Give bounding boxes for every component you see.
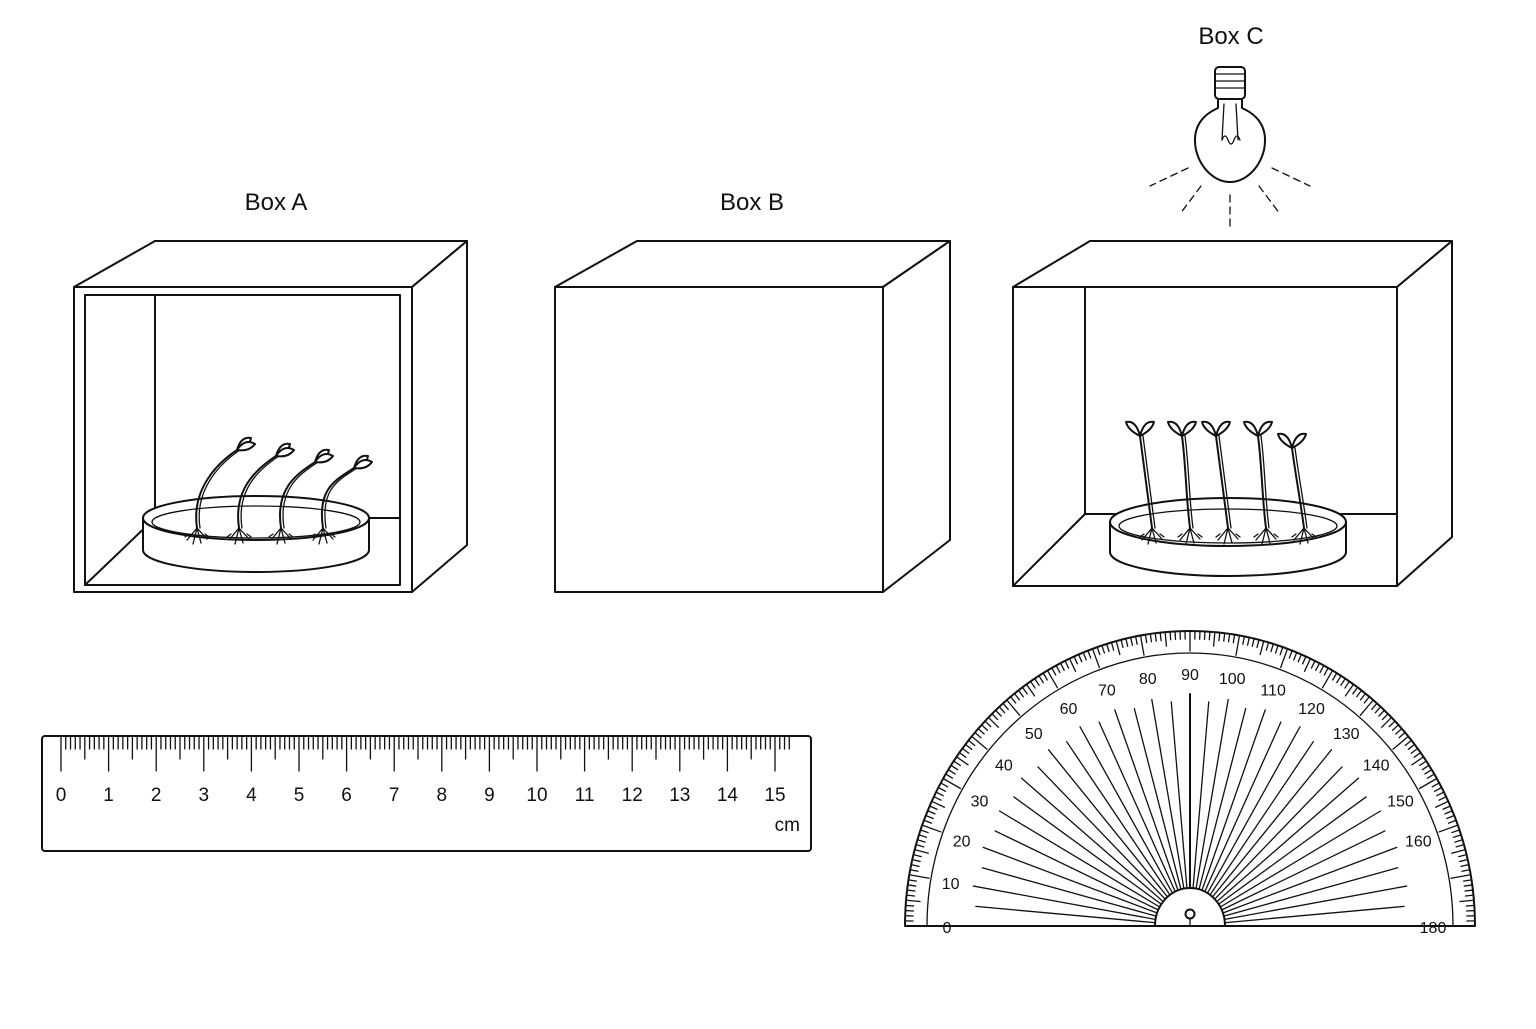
ruler-tick-label: 14	[717, 785, 739, 806]
protractor-label: 40	[995, 757, 1013, 774]
ruler-tick-label: 7	[389, 785, 400, 806]
ruler-unit-label: cm	[775, 815, 800, 836]
protractor-label: 100	[1219, 671, 1246, 688]
protractor-label: 150	[1387, 794, 1414, 811]
box-b-label: Box B	[720, 189, 784, 216]
protractor-label: 160	[1405, 833, 1432, 850]
protractor-tick	[1209, 632, 1210, 640]
ruler-tick-label: 11	[575, 785, 595, 806]
protractor-tick	[1219, 633, 1220, 641]
protractor-label: 10	[942, 876, 960, 893]
ruler-tick-label: 9	[484, 785, 495, 806]
protractor-tick	[1160, 633, 1161, 641]
ruler-tick-label: 5	[294, 785, 305, 806]
ruler-tick-label: 4	[246, 785, 257, 806]
box-c-label: Box C	[1198, 23, 1263, 50]
protractor-label: 90	[1181, 667, 1199, 684]
ruler-tick-label: 13	[669, 785, 690, 806]
light-bulb-icon	[1150, 67, 1310, 226]
ruler-tick-label: 2	[151, 785, 162, 806]
box-b-closed-box	[555, 241, 950, 592]
protractor-tick	[1170, 632, 1171, 640]
box-a: Box A	[74, 189, 467, 592]
protractor-tick	[906, 905, 914, 906]
ruler-tick-label: 0	[56, 785, 67, 806]
protractor-label: 50	[1025, 726, 1043, 743]
ruler-tick-label: 8	[437, 785, 448, 806]
protractor-label: 180	[1420, 920, 1447, 937]
ruler-tick-label: 3	[199, 785, 210, 806]
protractor-label: 70	[1098, 682, 1116, 699]
ruler-tick-label: 10	[526, 785, 547, 806]
protractor-label: 30	[971, 794, 989, 811]
ruler-tick-label: 12	[622, 785, 643, 806]
box-c: Box C	[1013, 23, 1452, 586]
protractor-tick	[1465, 895, 1473, 896]
protractor-label: 0	[943, 920, 952, 937]
protractor-label: 140	[1363, 757, 1390, 774]
box-b: Box B	[555, 189, 950, 592]
ruler-tick-label: 6	[341, 785, 352, 806]
protractor-tick	[1466, 905, 1474, 906]
protractor-label: 130	[1333, 726, 1360, 743]
protractor-label: 20	[953, 833, 971, 850]
protractor-label: 110	[1260, 682, 1286, 699]
box-a-dish	[143, 496, 369, 572]
protractor-center-hole	[1186, 910, 1195, 919]
protractor-tick	[907, 895, 915, 896]
box-a-label: Box A	[245, 189, 308, 216]
protractor-label: 80	[1139, 671, 1157, 688]
protractor-label: 120	[1298, 701, 1325, 718]
protractor-label: 60	[1060, 701, 1078, 718]
ruler-tick-label: 1	[103, 785, 114, 806]
ruler-tick-label: 15	[764, 785, 785, 806]
